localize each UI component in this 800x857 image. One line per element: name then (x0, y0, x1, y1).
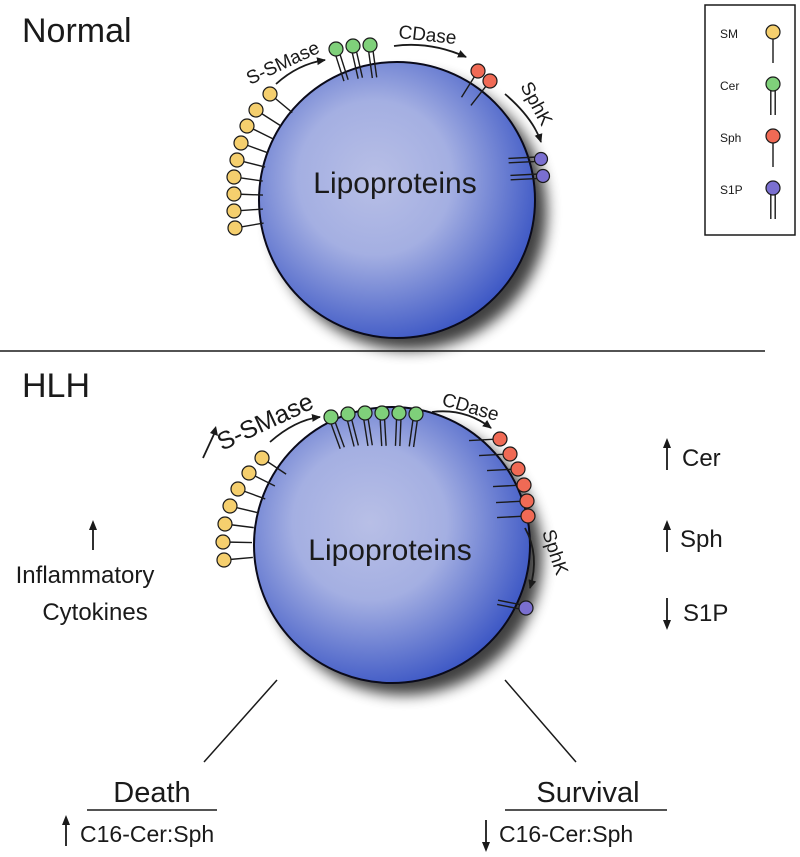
up-arrow-icon (663, 438, 671, 470)
cytokines-line2: Cytokines (42, 599, 147, 626)
down-arrow-icon (482, 820, 490, 852)
sm-lipid-icon (241, 465, 276, 487)
sm-lipid-icon (254, 450, 287, 475)
sm-lipid-icon (226, 203, 263, 219)
normal-lipid-layer (226, 37, 551, 236)
sph-change-label: Sph (680, 526, 723, 553)
cer-change: Cer (663, 438, 721, 472)
sphingosine-lipid-icon (487, 461, 526, 477)
hlh-sphere-label: Lipoproteins (308, 534, 471, 567)
sphingosine-lipid-icon (469, 431, 508, 447)
up-arrow-icon (202, 426, 218, 459)
legend-box (704, 4, 796, 236)
legend-label-sm: SM (720, 27, 738, 41)
sm-lipid-icon (217, 516, 254, 532)
s1p-change-label: S1P (683, 600, 728, 627)
hlh-heading: HLH (22, 367, 90, 405)
sph-change: Sph (663, 520, 723, 553)
sm-lipid-icon (262, 86, 293, 114)
down-arrow-icon (663, 598, 671, 630)
death-title: Death (113, 777, 190, 809)
normal-cdase-arrow: CDase (393, 22, 467, 58)
survival-title: Survival (536, 777, 639, 809)
legend-item-sph: Sph (720, 128, 781, 167)
legend-label-sph: Sph (720, 131, 741, 145)
up-arrow-icon (89, 520, 97, 550)
ceramide-lipid-icon (340, 406, 360, 447)
legend-item-cer: Cer (720, 76, 781, 115)
ceramide-lipid-icon (374, 405, 390, 447)
ceramide-lipid-icon (362, 37, 378, 79)
up-arrow-icon (663, 520, 671, 552)
death-connector (203, 679, 278, 763)
sm-lipid-icon (765, 24, 781, 63)
sphingosine-lipid-icon (496, 493, 535, 509)
sm-lipid-icon (229, 152, 266, 168)
normal-ssmase-arrow: S-SMase (243, 37, 326, 90)
survival-ratio: C16-Cer:Sph (499, 821, 633, 847)
sm-lipid-icon (239, 118, 274, 140)
legend-label-s1p: S1P (720, 183, 743, 197)
sphingosine-lipid-icon (497, 508, 536, 524)
hlh-sphere (253, 406, 531, 684)
sm-lipid-icon (226, 186, 264, 202)
ceramide-lipid-icon (765, 76, 781, 115)
hlh-lipoprotein: Lipoproteins (253, 406, 542, 695)
s1p-change: S1P (663, 598, 728, 630)
normal-heading: Normal (22, 12, 132, 50)
sphingosine-lipid-icon (493, 477, 532, 493)
survival-connector (504, 679, 577, 763)
s1p-lipid-icon (765, 180, 781, 219)
normal-sphere-label: Lipoproteins (313, 167, 476, 200)
ceramide-lipid-icon (323, 409, 345, 450)
sm-lipid-icon (226, 169, 263, 185)
metabolite-changes: Cer Sph S1P (663, 438, 728, 630)
sphingosine-lipid-icon (460, 63, 486, 98)
s1p-lipid-icon (510, 168, 551, 184)
sphingosine-lipid-icon (479, 446, 518, 462)
sphingosine-lipid-icon (765, 128, 781, 167)
sm-lipid-icon (248, 102, 281, 127)
normal-sphere (258, 61, 536, 339)
sm-lipid-icon (216, 552, 253, 568)
ceramide-lipid-icon (357, 405, 373, 447)
cer-change-label: Cer (682, 445, 721, 472)
inflammatory-cytokines: Inflammatory Cytokines (16, 520, 155, 626)
up-arrow-icon (62, 815, 70, 846)
normal-panel: Normal Lipoproteins S-SMase CDase SphK S… (22, 4, 796, 350)
ceramide-lipid-icon (391, 405, 407, 447)
ceramide-lipid-icon (328, 41, 349, 82)
s1p-lipid-icon (508, 151, 549, 167)
death-ratio: C16-Cer:Sph (80, 821, 214, 847)
ceramide-lipid-icon (408, 406, 424, 448)
legend-item-sm: SM (720, 24, 781, 63)
normal-sphk-label: SphK (516, 78, 557, 129)
hlh-sphk-label: SphK (537, 527, 571, 578)
legend-item-s1p: S1P (720, 180, 781, 219)
death-outcome: Death C16-Cer:Sph (62, 777, 217, 847)
cytokines-line1: Inflammatory (16, 562, 155, 589)
sm-lipid-icon (227, 220, 264, 236)
survival-outcome: Survival C16-Cer:Sph (482, 777, 667, 852)
hlh-lipid-layer (215, 405, 536, 616)
ceramide-lipid-icon (345, 38, 364, 79)
s1p-lipid-icon (496, 599, 534, 616)
sm-lipid-icon (233, 135, 269, 154)
hlh-panel: HLH Lipoproteins S-SMase CDase SphK (16, 367, 728, 852)
legend-label-cer: Cer (720, 79, 739, 93)
normal-lipoprotein: Lipoproteins (258, 61, 547, 350)
sphingosine-lipid-icon (470, 73, 498, 106)
sm-lipid-icon (222, 498, 259, 514)
sm-lipid-icon (230, 481, 266, 500)
sm-lipid-icon (215, 534, 253, 550)
